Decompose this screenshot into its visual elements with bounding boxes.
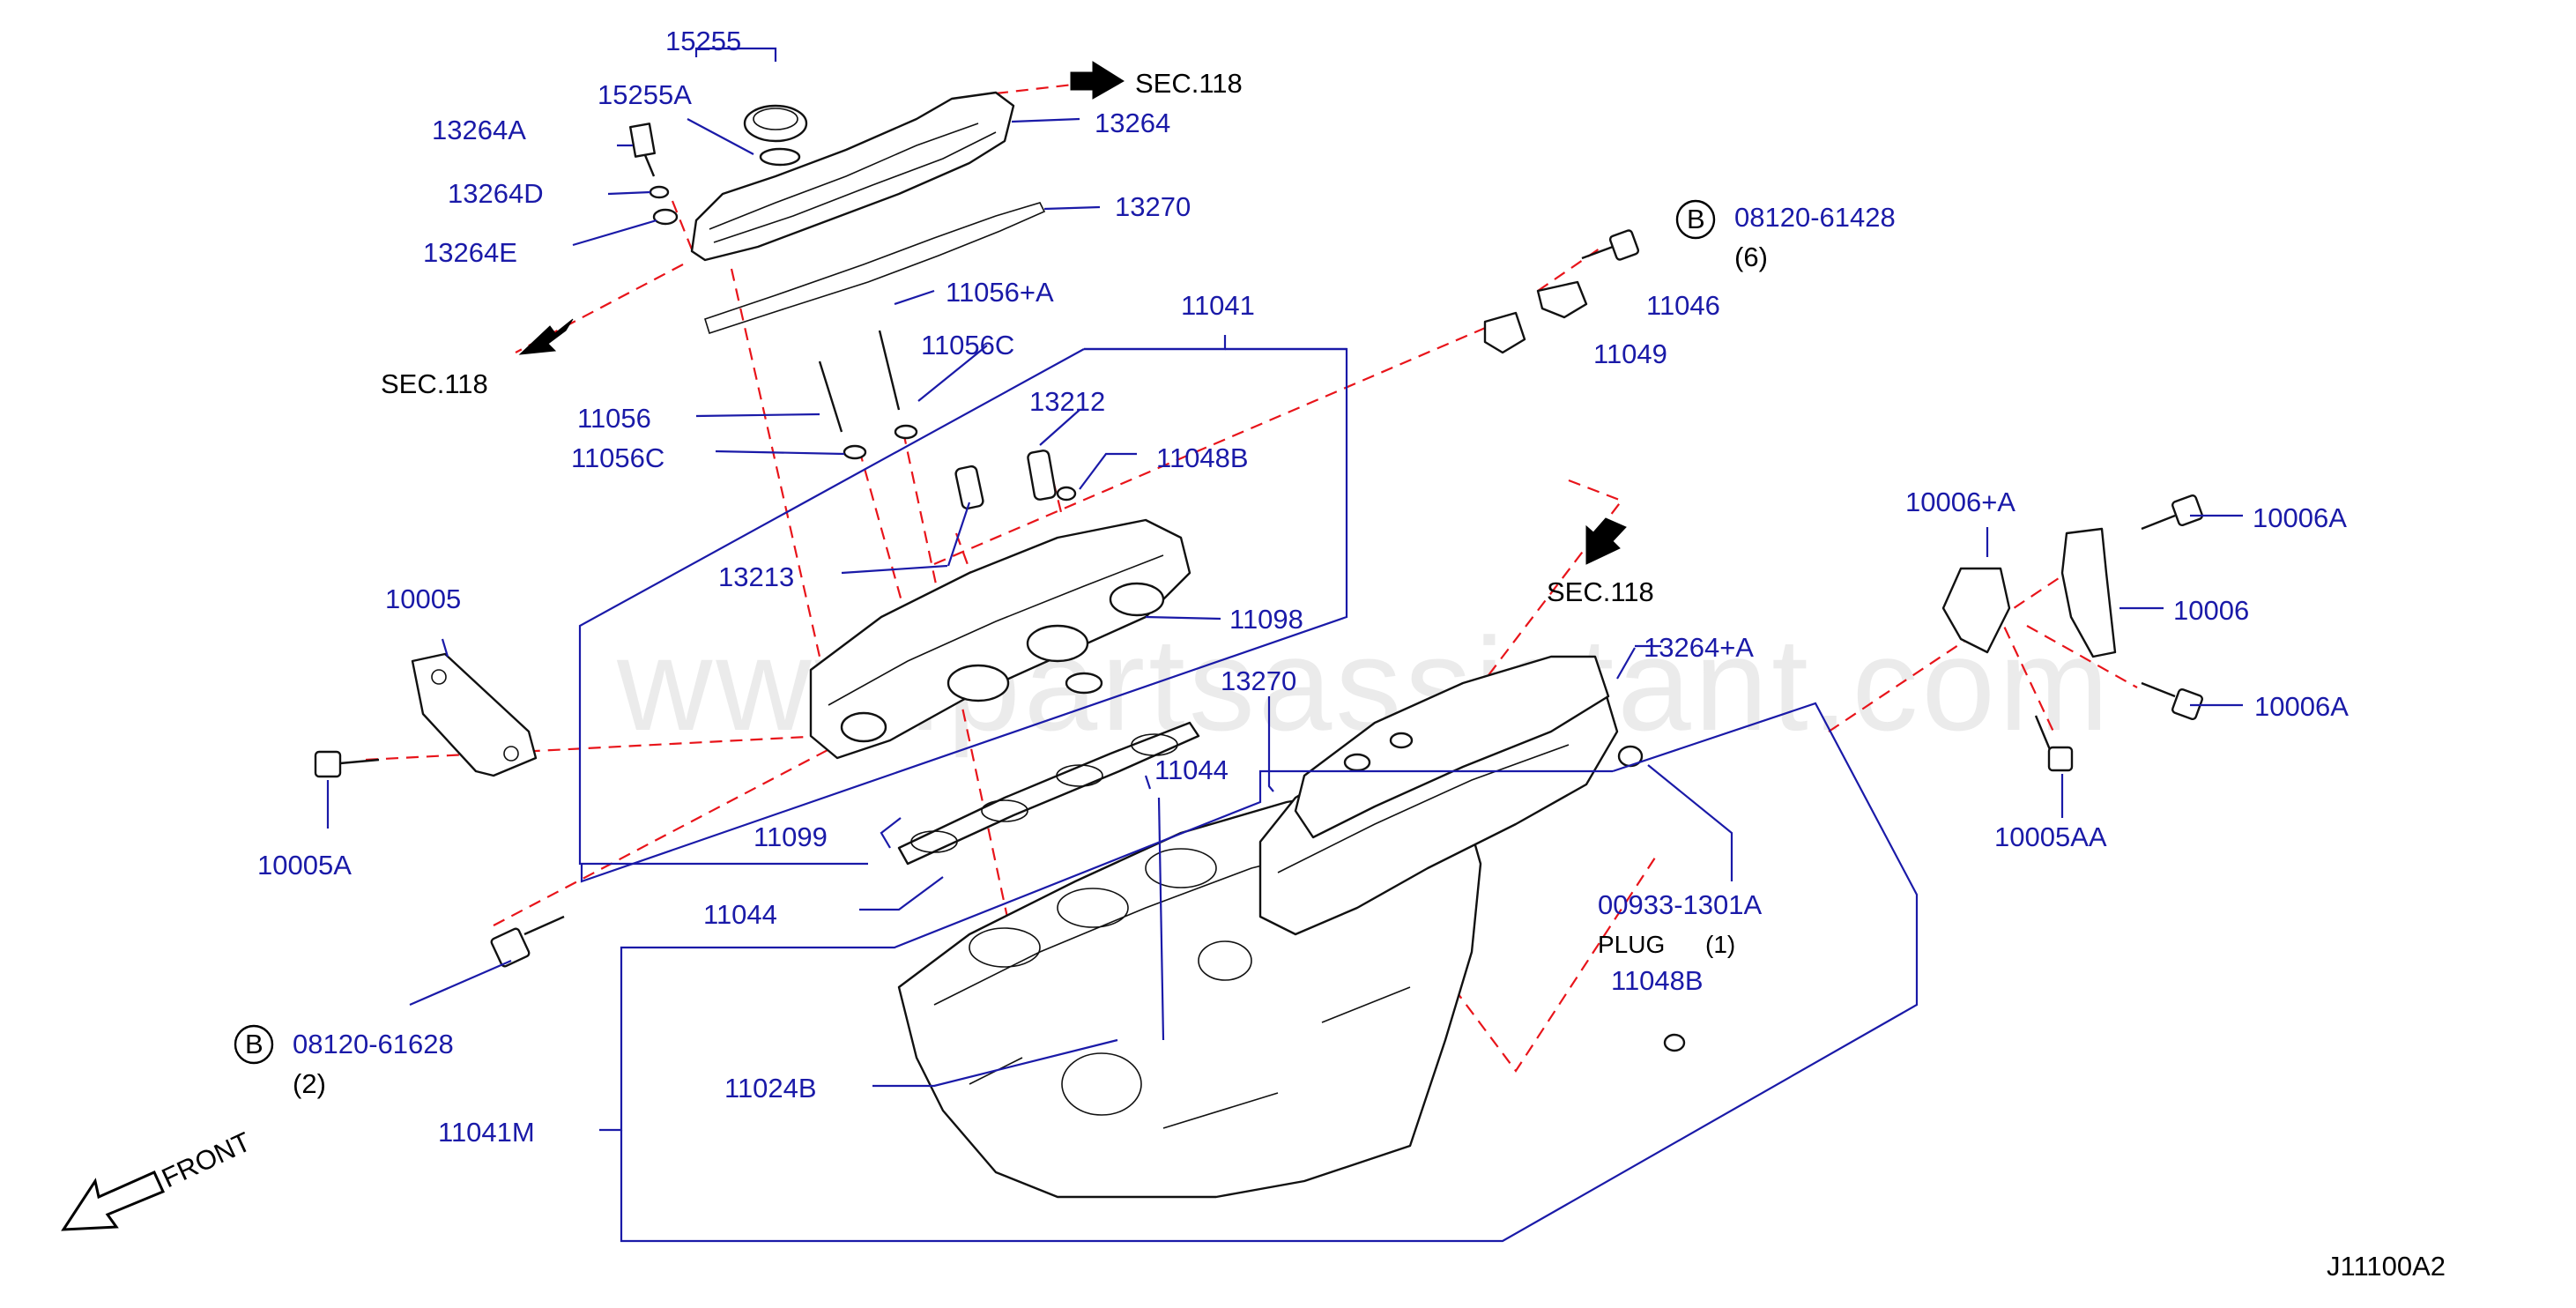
label-11056C-top: 11056C [921, 330, 1014, 360]
label-10005A: 10005A [257, 850, 352, 881]
label-10006A-bot: 10006A [2254, 691, 2349, 722]
marker-b-bottom-text: B [245, 1029, 264, 1059]
label-11098: 11098 [1229, 604, 1303, 635]
sec118-arrow-middle [1585, 517, 1627, 565]
marker-circle-b-bottom [234, 1024, 274, 1065]
label-10006: 10006 [2173, 595, 2249, 626]
label-11049: 11049 [1593, 338, 1667, 369]
label-11056: 11056 [577, 403, 651, 434]
bolt-08120-61628 [490, 915, 565, 968]
qty-6: (6) [1734, 242, 1768, 272]
qty-1: (1) [1705, 931, 1735, 958]
sec118-label-middle: SEC.118 [1547, 576, 1654, 607]
label-10006-plus-a: 10006+A [1905, 487, 2016, 517]
label-13270-top: 13270 [1115, 191, 1191, 222]
sec118-arrow-left [518, 318, 574, 355]
covers-11046-11049 [1483, 280, 1588, 354]
label-13264E: 13264E [423, 237, 517, 268]
sec118-label-top: SEC.118 [1135, 68, 1243, 99]
label-11024B: 11024B [724, 1073, 817, 1104]
cylinder-head-11041 [809, 518, 1191, 760]
label-00933-1301A: 00933-1301A [1598, 889, 1762, 920]
plug-11048B-lower [1663, 1033, 1686, 1052]
dowels-13212-13213 [954, 450, 1077, 510]
bolt-13264A [629, 123, 679, 226]
label-11044-a: 11044 [1154, 754, 1229, 785]
front-arrow-icon [61, 1171, 166, 1231]
label-13270-mid: 13270 [1221, 665, 1296, 696]
studs-11056 [818, 330, 918, 460]
leader-lines [326, 47, 2243, 1243]
label-11048B-top: 11048B [1156, 442, 1249, 473]
label-10006A-top: 10006A [2253, 502, 2347, 533]
label-13264-plus-a: 13264+A [1644, 632, 1754, 663]
label-13264: 13264 [1095, 108, 1170, 138]
label-08120-61428: 08120-61428 [1734, 202, 1896, 233]
rocker-gasket-13270 [704, 202, 1046, 335]
label-11041M: 11041M [438, 1117, 535, 1148]
sec118-arrow-top-right [1070, 61, 1125, 100]
bolt-08120-61428 [1581, 229, 1640, 261]
label-10005AA: 10005AA [1994, 821, 2107, 852]
label-15255A: 15255A [598, 79, 692, 110]
right-bank-head-and-cover [1258, 655, 1644, 936]
label-13264A: 13264A [432, 115, 526, 145]
label-13213: 13213 [718, 561, 794, 592]
qty-2: (2) [293, 1068, 326, 1099]
rocker-cover-13264 [690, 91, 1015, 262]
label-11099: 11099 [753, 821, 828, 852]
label-13212: 13212 [1029, 386, 1105, 417]
label-08120-61628: 08120-61628 [293, 1029, 454, 1059]
sec118-label-left: SEC.118 [381, 368, 488, 399]
marker-circle-b-top [1675, 199, 1716, 240]
label-plug: PLUG [1598, 931, 1665, 958]
front-label: FRONT [157, 1126, 256, 1193]
bracket-10005 [314, 652, 538, 778]
label-13264D: 13264D [448, 178, 544, 209]
label-11056C: 11056C [571, 442, 664, 473]
label-15255: 15255 [665, 26, 741, 56]
label-11056-plus-a: 11056+A [946, 277, 1054, 308]
label-11044-b: 11044 [703, 899, 777, 930]
label-10005: 10005 [385, 583, 461, 614]
label-11041: 11041 [1181, 290, 1255, 321]
marker-b-top-text: B [1687, 204, 1705, 234]
label-11048B-bottom: 11048B [1611, 965, 1704, 996]
diagram-code: J11100A2 [2327, 1251, 2446, 1282]
label-11046: 11046 [1646, 290, 1720, 321]
head-gaskets-11044 [897, 721, 1200, 866]
brackets-10006 [1941, 494, 2204, 772]
